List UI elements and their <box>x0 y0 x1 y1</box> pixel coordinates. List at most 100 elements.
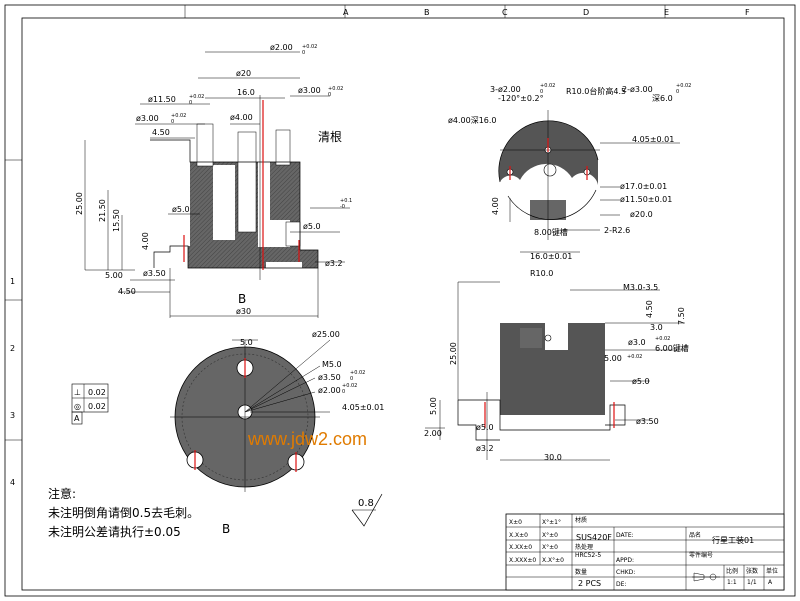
dim-v1-2: ø11.50 <box>148 95 176 104</box>
watermark: www.jdw2.com <box>247 429 367 449</box>
dim-v3-10: 2.00 <box>424 429 442 438</box>
tol-v1-0: +0.02 <box>302 44 317 50</box>
tol-v4-1: 0 <box>350 376 353 382</box>
dim-v3-6: ø3.0 <box>628 338 646 347</box>
tol-v1-7: 0 <box>171 119 174 125</box>
zone-1: 1 <box>10 277 15 286</box>
tb-left-1-0: X.X±0 <box>509 532 528 539</box>
dim-v4-1: ø25.00 <box>312 330 340 339</box>
dim-v3-12: ø3.2 <box>476 444 494 453</box>
dim-v1-6: ø3.00 <box>136 114 159 123</box>
zone-e: E <box>664 8 669 17</box>
dim-v2-5: ø4.00深16.0 <box>448 116 497 125</box>
tb-left-3-1: X.X°±0 <box>542 557 564 564</box>
notes-title: 注意: <box>48 486 76 501</box>
tb-unit: A <box>768 579 773 586</box>
dim-v3-5: 25.00 <box>449 342 458 365</box>
dim-v1-3: 16.0 <box>237 88 255 97</box>
dim-v4-3: ø3.50 <box>318 373 341 382</box>
tol-v1-5: 0 <box>328 92 331 98</box>
tb-material: SUS420F <box>576 533 612 542</box>
tol-v1-2: +0.02 <box>189 94 204 100</box>
tb-sheet-label: 张数 <box>746 567 758 575</box>
dim-v1-13: 4.00 <box>141 232 150 250</box>
tol-v3-0: +0.02 <box>655 336 670 342</box>
dim-v1-5: ø3.00 <box>298 86 321 95</box>
section-view-front: ø2.00 ø20 ø11.50 16.0 ø4.00 ø3.00 ø3.00 … <box>75 43 352 318</box>
tb-left-3-0: X.XXX±0 <box>509 557 536 564</box>
notes-line-0: 未注明倒角请倒0.5去毛刺。 <box>48 505 199 520</box>
dim-v3-2: 4.50 <box>645 300 654 318</box>
zone-b: B <box>424 8 430 17</box>
dim-v1-0: ø2.00 <box>270 43 293 52</box>
section-view-right: R10.0 M3.0-3.5 4.50 7.50 3.0 25.00 ø3.0 … <box>424 269 689 462</box>
title-block: X±0 X°±1° X.X±0 X°±0 X.XX±0 X°±0 X.XXX±0… <box>505 513 785 591</box>
tol-v1-9: -0 <box>340 204 345 210</box>
dim-v1-11: ø5.0 <box>172 205 190 214</box>
dim-v1-9: 21.50 <box>98 199 107 222</box>
tb-left-0-0: X±0 <box>509 519 522 526</box>
dim-v3-7: 5.00 <box>429 397 438 415</box>
outer-frame <box>4 4 796 597</box>
gdt-datum: A <box>74 414 80 423</box>
tb-chkd-label: CHKD: <box>616 569 635 576</box>
tb-date-label: DATE: <box>616 532 634 539</box>
zone-3: 3 <box>10 411 15 420</box>
dim-v2-2: R10.0台阶高4.5 <box>566 86 626 96</box>
dim-v1-12: ø5.0 <box>303 222 321 231</box>
dim-v4-5: 4.05±0.01 <box>342 403 384 412</box>
tb-appd-label: APPD: <box>616 557 634 564</box>
tol-v1-8: +0.1 <box>340 198 352 204</box>
dim-v1-8: 25.00 <box>75 192 84 215</box>
dim-v3-0: R10.0 <box>530 269 553 278</box>
tol-v2-3: 0 <box>676 89 679 95</box>
notes: 注意: 未注明倒角请倒0.5去毛刺。 未注明公差请执行±0.05 <box>48 486 199 539</box>
zone-4: 4 <box>10 478 15 487</box>
dim-v1-16: 4.50 <box>118 287 136 296</box>
inner-frame <box>21 17 785 591</box>
dim-v3-15: 6.00键槽 <box>655 343 689 353</box>
dim-v2-6: 4.05±0.01 <box>632 135 674 144</box>
label-qinggen: 清根 <box>318 130 342 144</box>
dim-v1-1: ø20 <box>236 69 251 78</box>
dim-v2-1: -120°±0.2° <box>498 94 544 103</box>
dim-v3-11: ø5.0 <box>476 423 494 432</box>
dim-v4-4: ø2.00 <box>318 386 341 395</box>
tb-left-2-0: X.XX±0 <box>509 544 532 551</box>
dim-v2-4: 深6.0 <box>652 94 673 103</box>
dim-v3-8: ø5.0 <box>632 377 650 386</box>
tol-v4-0: +0.02 <box>350 370 365 376</box>
tb-left-2-1: X°±0 <box>542 544 558 551</box>
dim-v1-18: ø3.2 <box>325 259 343 268</box>
dim-v3-9: 5.00 <box>604 354 622 363</box>
tb-scale: 1:1 <box>727 579 737 586</box>
zone-markers-top: A B C D E F <box>184 5 750 18</box>
dim-v2-7: ø17.0±0.01 <box>620 182 667 191</box>
tol-v1-1: 0 <box>302 50 305 56</box>
roughness-value: 0.8 <box>358 498 374 509</box>
gdt-symbol-0: ⊥ <box>74 388 81 397</box>
dim-v2-9: ø20.0 <box>630 210 653 219</box>
tb-left-0-1: X°±1° <box>542 519 561 526</box>
dim-v3-13: 30.0 <box>544 453 562 462</box>
zone-f: F <box>745 8 750 17</box>
zone-2: 2 <box>10 344 15 353</box>
tb-code-label: 零件编号 <box>689 551 713 559</box>
view-letter-b-top: B <box>238 292 246 306</box>
dim-v3-3: 7.50 <box>677 307 686 325</box>
tol-v2-2: +0.02 <box>676 83 691 89</box>
roughness-symbol: 0.8 <box>351 493 383 527</box>
dim-v1-4: ø4.00 <box>230 113 253 122</box>
tol-v3-2: +0.02 <box>627 354 642 360</box>
dim-v2-8: ø11.50±0.01 <box>620 195 672 204</box>
projection-symbol <box>692 572 720 582</box>
tb-name: 行星工装01 <box>712 535 754 545</box>
dim-v2-12: 2-R2.6 <box>604 226 630 235</box>
tb-sheet: 1/1 <box>747 579 757 586</box>
tol-v2-0: +0.02 <box>540 83 555 89</box>
tb-hardness-label: 热处理 <box>575 543 593 551</box>
view-bottom-circle: 5.0 ø25.00 M5.0 ø3.50 ø2.00 4.05±0.01 +0… <box>170 330 384 536</box>
dim-v1-7: 4.50 <box>152 128 170 137</box>
tol-v4-3: 0 <box>342 389 345 395</box>
